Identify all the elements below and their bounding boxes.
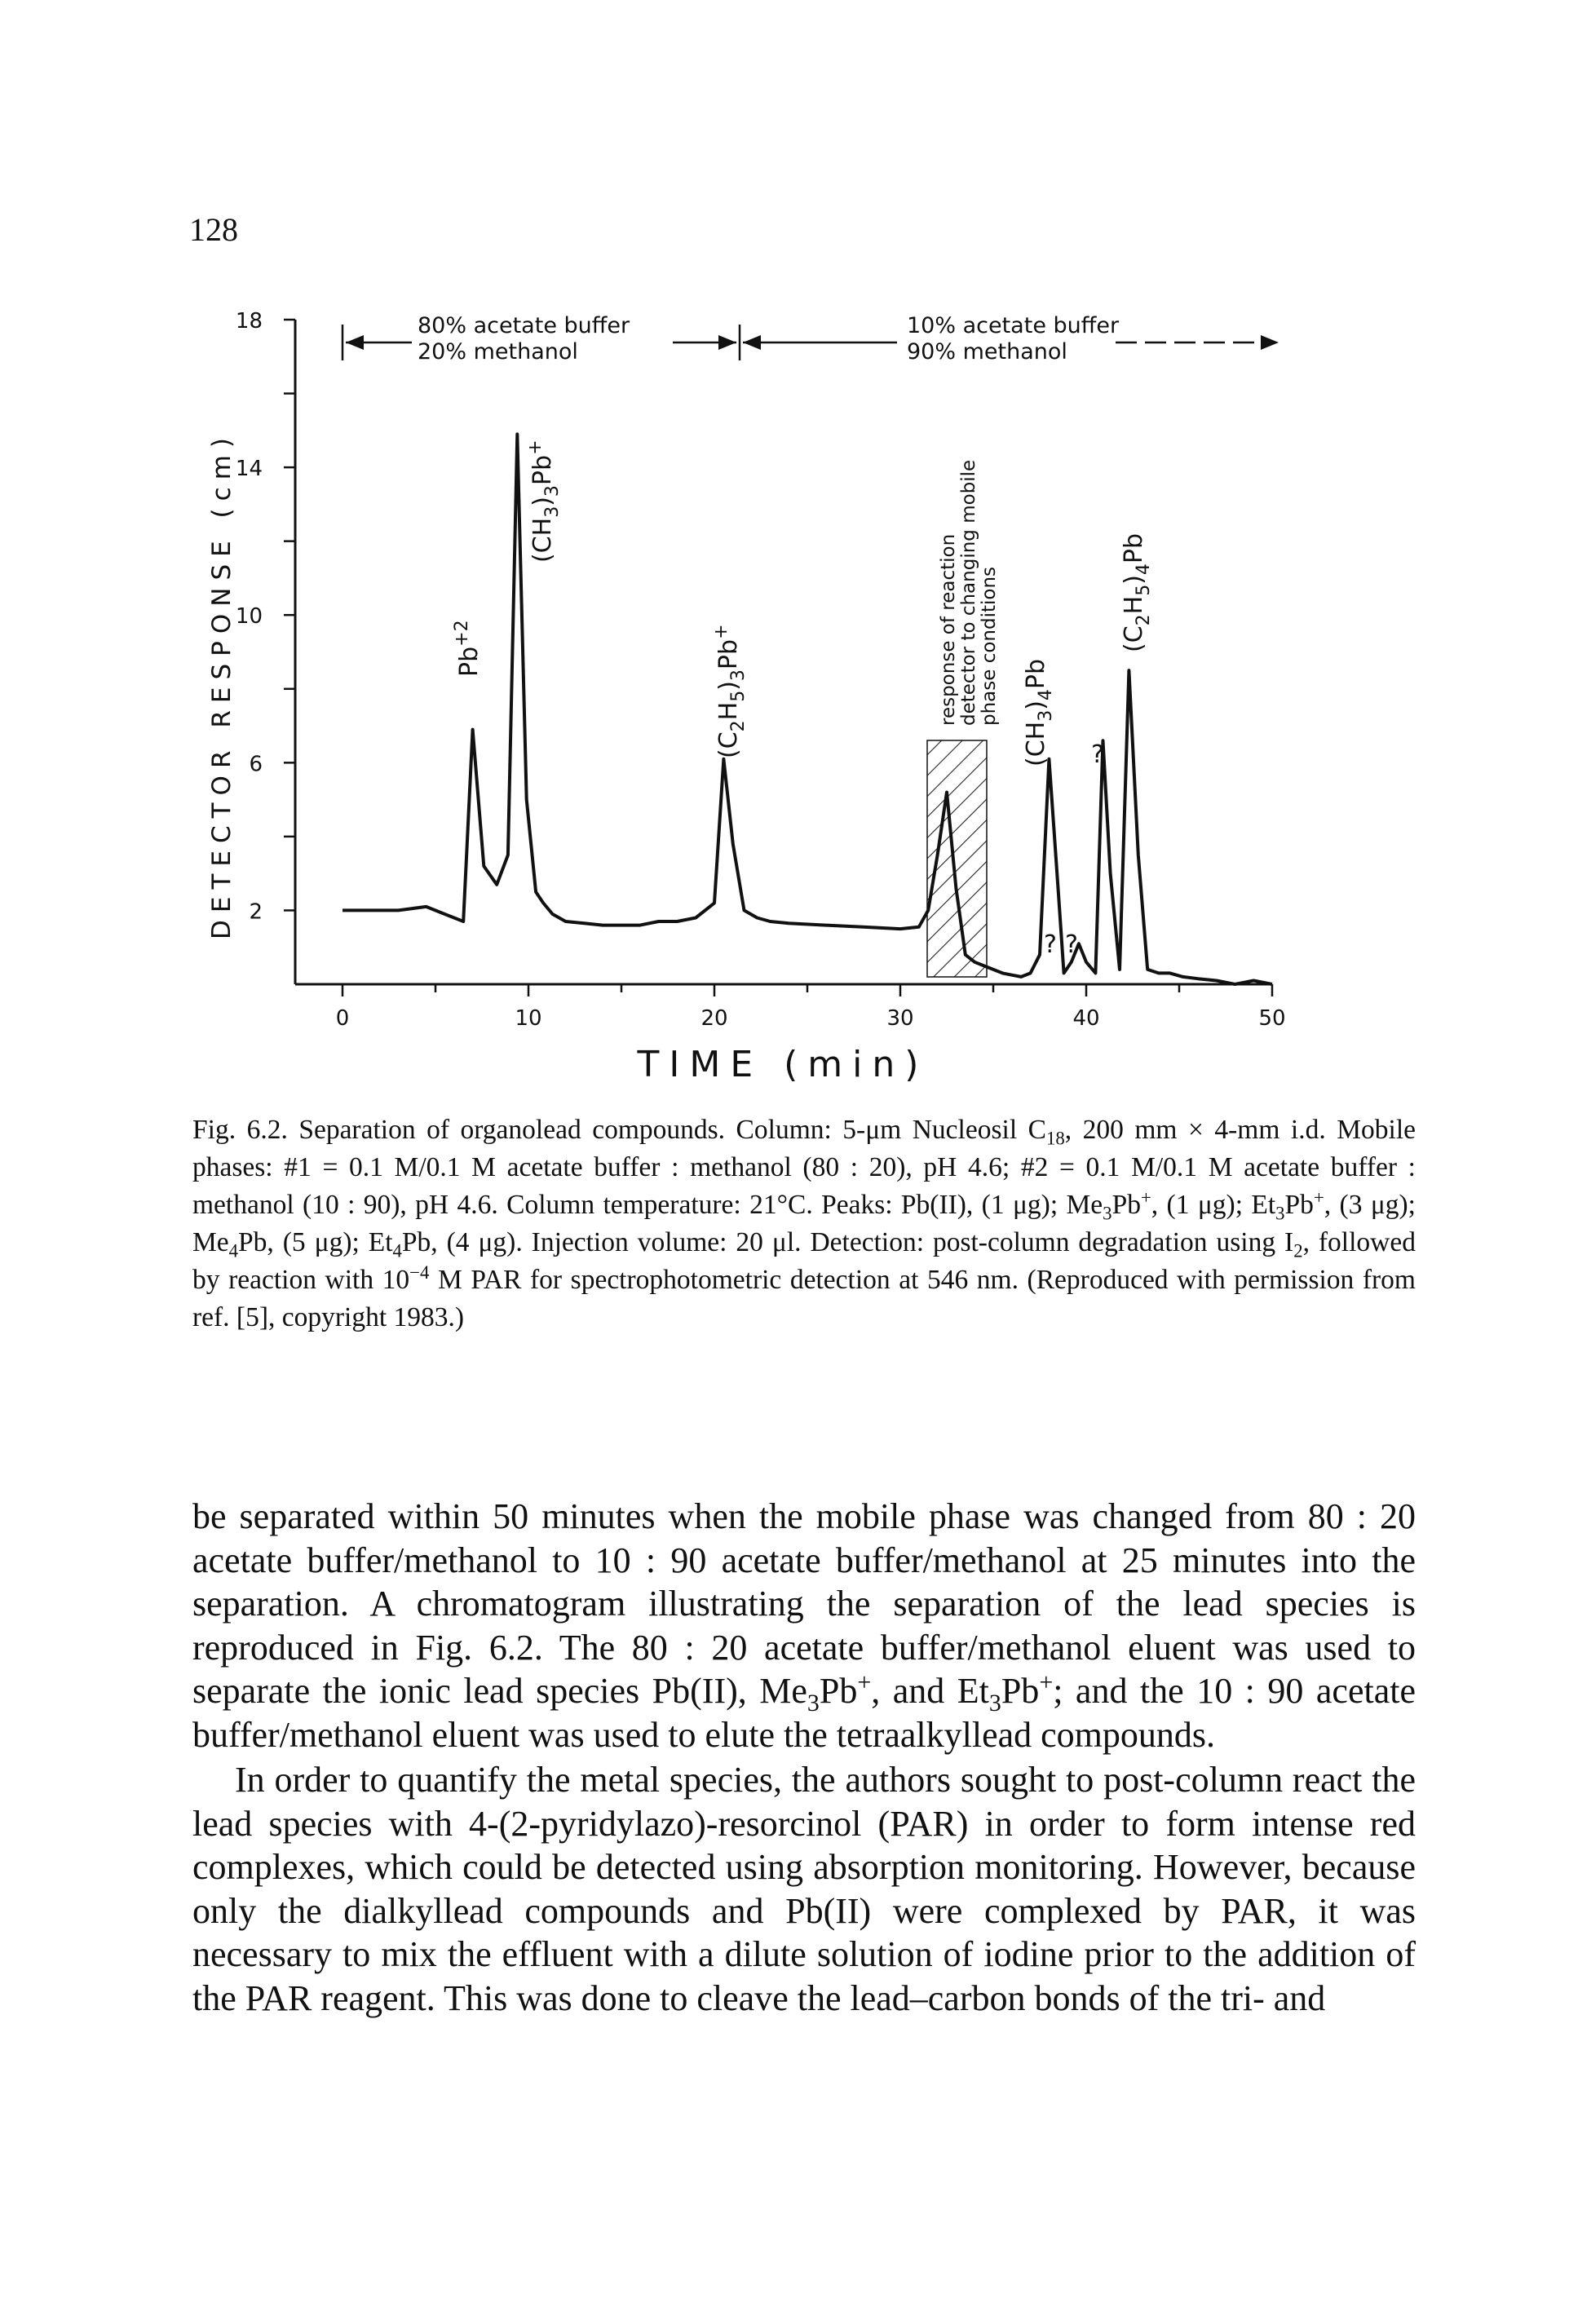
body-text: be separated within 50 minutes when the … (192, 1495, 1416, 2020)
page-number: 128 (189, 211, 238, 248)
figure-caption: Fig. 6.2. Separation of organolead compo… (192, 1115, 1416, 1332)
phase1-arrowhead-left (346, 335, 364, 350)
phase1-arrowhead-right (718, 335, 736, 350)
peak-label-pb2: Pb+2 (452, 620, 484, 677)
question-mark-3: ? (1091, 740, 1104, 769)
phase2-line2: 90% methanol (907, 339, 1067, 365)
peak-label-me3pb: (CH3)3Pb+ (525, 440, 563, 563)
phase2-arrowhead-left (743, 335, 761, 350)
y-axis-label: DETECTOR RESPONSE (cm) (207, 431, 236, 939)
question-mark-1: ? (1044, 930, 1057, 959)
y-tick-label: 6 (249, 752, 263, 776)
chromatogram-trace (343, 432, 1273, 986)
x-axis-label: TIME (min) (637, 1044, 929, 1085)
x-tick-label: 30 (886, 1006, 913, 1031)
phase2-arrowhead-right (1261, 335, 1279, 350)
x-tick-label: 20 (700, 1006, 727, 1031)
hatched-note-line2: detector to changing mobile (958, 460, 979, 726)
phase2-line1: 10% acetate buffer (907, 313, 1120, 338)
hatched-note-line1: response of reaction (938, 534, 959, 726)
chromatogram-figure: 2 6 10 14 18 0 10 20 30 40 50 DETECTOR RESPONSE (… (207, 309, 1286, 1085)
hatched-note-line3: phase conditions (979, 567, 1000, 726)
phase1-line1: 80% acetate buffer (418, 313, 630, 338)
x-tick-label: 50 (1258, 1006, 1285, 1031)
paragraph-2: In order to quantify the metal species, … (192, 1760, 1416, 2018)
peak-label-et4pb: (C2H5)4Pb (1120, 533, 1154, 652)
y-tick-label: 2 (249, 899, 263, 924)
question-mark-2: ? (1065, 930, 1078, 959)
y-tick-label: 10 (236, 604, 263, 629)
peak-label-et3pb: (C2H5)3Pb+ (711, 624, 749, 758)
peak-label-me4pb: (CH3)4Pb (1022, 659, 1056, 767)
y-tick-label: 18 (236, 309, 263, 334)
y-tick-label: 14 (236, 457, 263, 481)
paragraph-1: be separated within 50 minutes when the … (192, 1496, 1416, 1755)
phase1-line2: 20% methanol (418, 339, 578, 365)
x-tick-label: 40 (1072, 1006, 1099, 1031)
x-tick-label: 0 (336, 1006, 350, 1031)
x-tick-label: 10 (515, 1006, 541, 1031)
